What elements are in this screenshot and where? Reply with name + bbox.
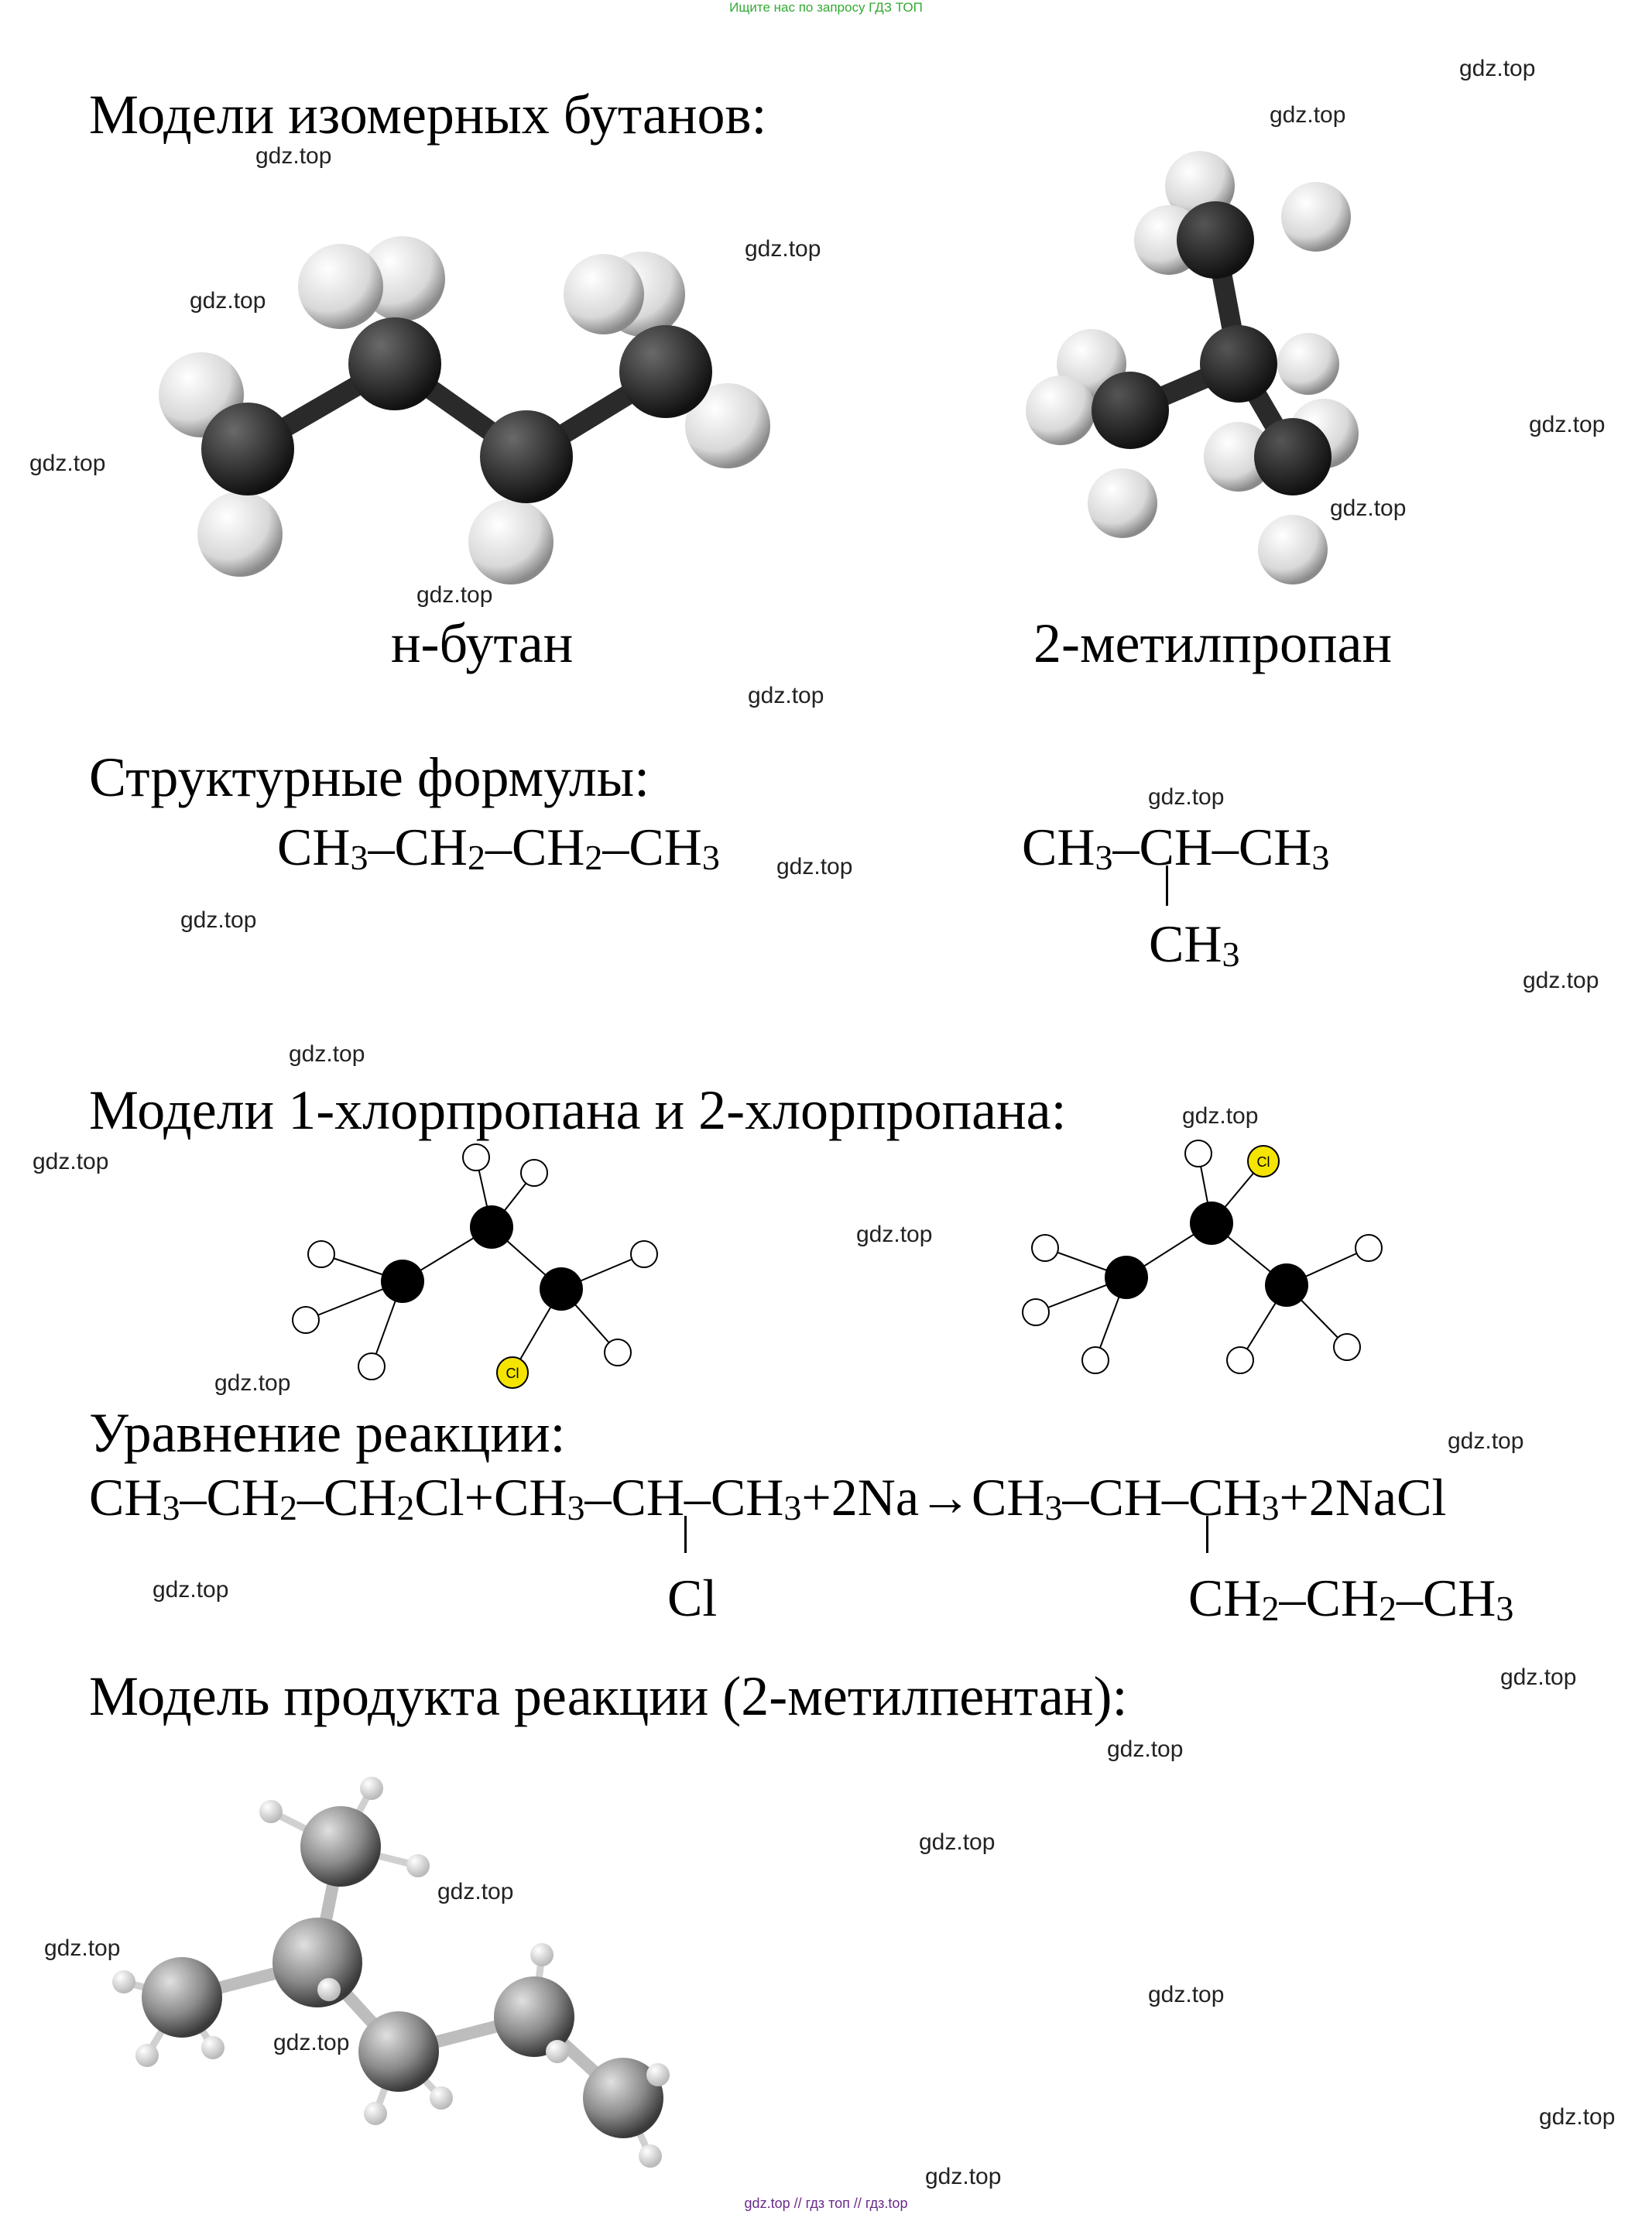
watermark: gdz.top xyxy=(1330,495,1407,521)
watermark: gdz.top xyxy=(925,2164,1002,2189)
watermark: gdz.top xyxy=(44,1935,121,1961)
reaction-equation-main: CH3–CH2–CH2Cl+CH3–CH–CH3+2Na→CH3–CH–CH3+… xyxy=(89,1468,1447,1527)
watermark: gdz.top xyxy=(180,907,257,933)
watermark: gdz.top xyxy=(856,1222,933,1247)
top-banner: Ищите нас по запросу ГДЗ ТОП xyxy=(729,0,923,15)
reactant-cl-substituent: Cl xyxy=(667,1568,718,1627)
methylpropane-model xyxy=(1026,151,1359,584)
watermark: gdz.top xyxy=(190,288,266,314)
watermark: gdz.top xyxy=(437,1879,514,1904)
watermark: gdz.top xyxy=(153,1577,229,1603)
watermark: gdz.top xyxy=(214,1370,291,1396)
watermark: gdz.top xyxy=(1523,968,1599,993)
reactant-cl-bond xyxy=(684,1516,687,1553)
n-butane-model xyxy=(159,236,770,584)
formula-isobutane-main: CH3–CH–CH3 xyxy=(1022,818,1330,877)
watermark: gdz.top xyxy=(255,143,332,169)
chloropropane-2-model: Cl xyxy=(1022,1140,1383,1374)
watermark: gdz.top xyxy=(1148,1982,1225,2007)
watermark: gdz.top xyxy=(1148,784,1225,810)
product-branch-bond xyxy=(1206,1516,1208,1553)
heading-structural-formulas: Структурные формулы: xyxy=(89,746,650,808)
watermark: gdz.top xyxy=(289,1041,365,1067)
watermark: gdz.top xyxy=(1459,56,1536,81)
watermark: gdz.top xyxy=(1500,1664,1577,1690)
watermark: gdz.top xyxy=(29,451,106,476)
watermark: gdz.top xyxy=(273,2030,350,2055)
label-methylpropane: 2-метилпропан xyxy=(1033,612,1392,674)
watermark: gdz.top xyxy=(1448,1428,1524,1454)
methylpentane-model xyxy=(112,1777,670,2168)
watermark: gdz.top xyxy=(1182,1103,1259,1129)
label-n-butane: н-бутан xyxy=(391,612,574,674)
watermark: gdz.top xyxy=(1270,102,1346,128)
watermark: gdz.top xyxy=(1529,412,1606,437)
watermark: gdz.top xyxy=(776,854,853,879)
cl-atom-label-1: Cl xyxy=(506,1366,519,1381)
heading-reaction-equation: Уравнение реакции: xyxy=(89,1402,566,1464)
bottom-banner: gdz.top // гдз топ // гдз.top xyxy=(744,2196,908,2211)
watermark: gdz.top xyxy=(1539,2104,1616,2130)
watermark: gdz.top xyxy=(33,1149,109,1174)
cl-atom-label-2: Cl xyxy=(1257,1154,1270,1170)
watermark: gdz.top xyxy=(748,683,824,708)
watermark: gdz.top xyxy=(1107,1736,1184,1762)
heading-butane-models: Модели изомерных бутанов: xyxy=(89,84,767,146)
formula-n-butane: CH3–CH2–CH2–CH3 xyxy=(277,818,720,877)
watermark: gdz.top xyxy=(919,1829,996,1855)
heading-product-model: Модель продукта реакции (2-метилпентан): xyxy=(89,1665,1128,1727)
chloropropane-1-model: Cl xyxy=(292,1143,658,1389)
watermark: gdz.top xyxy=(416,582,493,608)
isobutane-branch-bond xyxy=(1166,866,1168,906)
heading-chloropropane-models: Модели 1-хлорпропана и 2-хлорпропана: xyxy=(89,1079,1067,1141)
product-branch-chain: CH2–CH2–CH3 xyxy=(1188,1568,1514,1628)
formula-isobutane-branch: CH3 xyxy=(1149,914,1240,974)
watermark: gdz.top xyxy=(745,236,821,262)
